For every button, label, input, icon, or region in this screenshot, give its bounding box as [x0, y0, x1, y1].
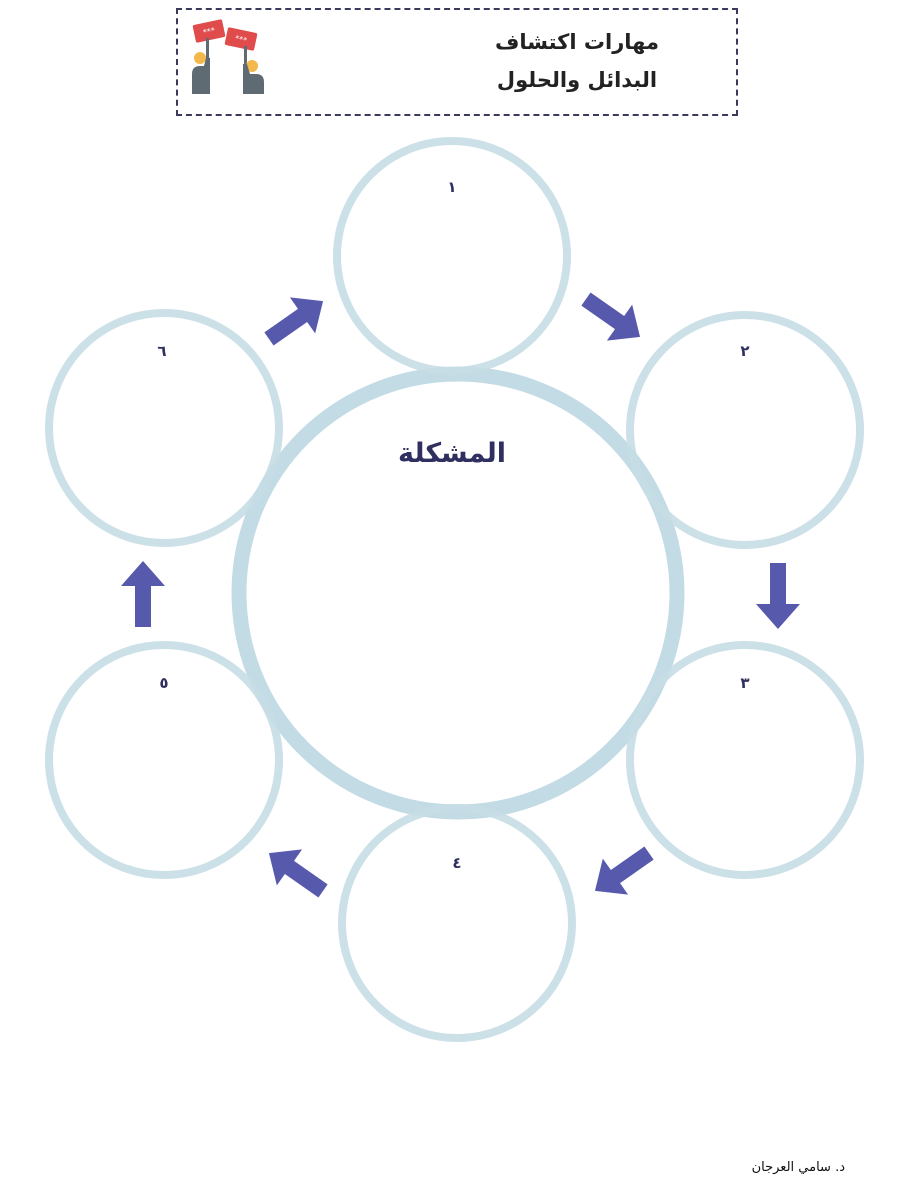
header-box: *** *** مهارات اكتشاف البدائل والحلول [176, 8, 738, 116]
node-label-4: ٤ [452, 854, 461, 872]
node-label-1: ١ [447, 178, 456, 196]
title-line-2: البدائل والحلول [496, 68, 658, 92]
node-circle-2 [626, 311, 864, 549]
title-line-1: مهارات اكتشاف [494, 30, 660, 54]
node-label-2: ٢ [740, 342, 749, 360]
node-circle-4 [338, 804, 576, 1042]
node-label-6: ٦ [157, 342, 166, 360]
arrow-5-to-6 [121, 561, 165, 627]
arrow-3-to-4 [582, 835, 662, 909]
arrow-2-to-3 [756, 563, 800, 629]
center-label: المشكلة [398, 438, 506, 469]
node-circle-6 [45, 309, 283, 547]
arrow-1-to-2 [573, 281, 653, 355]
author-credit: د. سامي العرجان [751, 1160, 845, 1175]
node-circle-5 [45, 641, 283, 879]
arrow-4-to-5 [256, 835, 336, 909]
arrow-6-to-1 [256, 283, 336, 357]
protest-signs-icon: *** *** [190, 18, 266, 98]
svg-text:***: *** [234, 34, 248, 45]
node-circle-3 [626, 641, 864, 879]
node-label-3: ٣ [740, 674, 749, 692]
node-circle-1 [333, 137, 571, 375]
node-label-5: ٥ [159, 674, 168, 692]
svg-text:***: *** [202, 26, 216, 37]
